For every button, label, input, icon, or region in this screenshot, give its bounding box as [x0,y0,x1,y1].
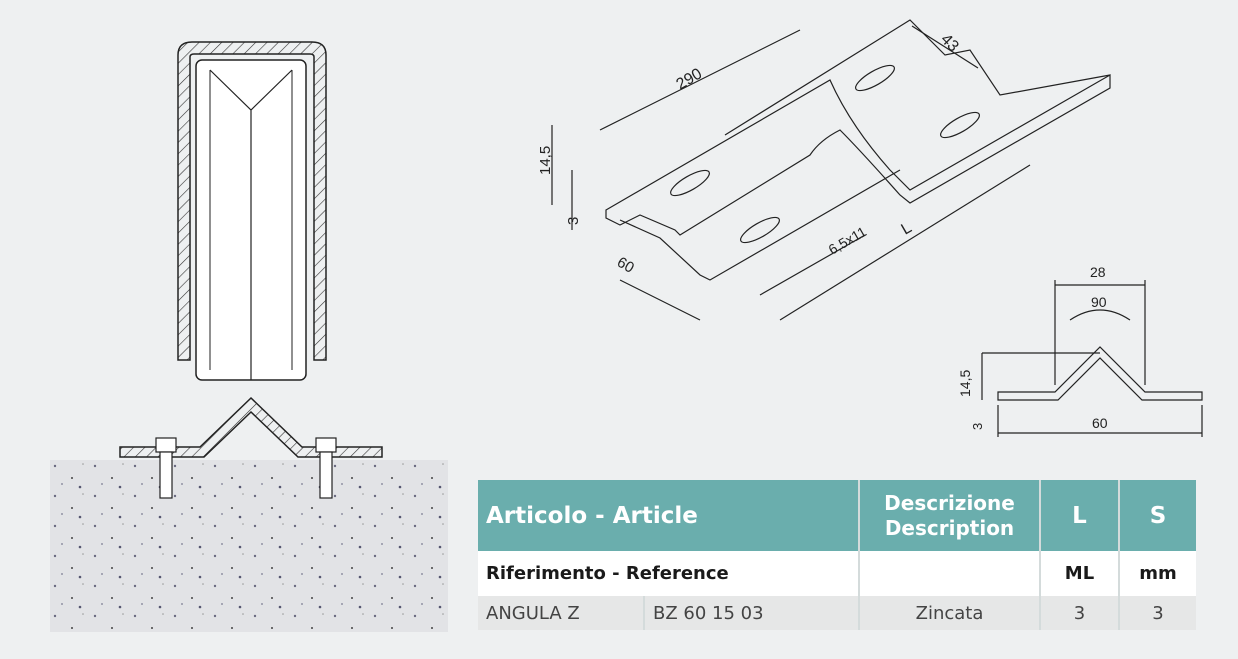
dim-14-5: 14,5 [537,146,554,175]
dim-slot: 6,5x11 [826,223,870,257]
table-header-row: Articolo - Article Descrizione Descripti… [478,480,1196,551]
section-dim-3: 3 [970,423,985,430]
dim-L: L [899,219,915,238]
subheader-description [859,551,1041,596]
subheader-s-unit: mm [1119,551,1196,596]
section-dim-90: 90 [1091,294,1107,310]
table-row: ANGULA Z BZ 60 15 03 Zincata 3 3 [478,596,1196,630]
cell-code: BZ 60 15 03 [644,596,860,630]
section-dim-60: 60 [1092,415,1108,431]
section-profile-drawing: 28 90 14,5 3 60 [957,264,1203,437]
installation-illustration [50,41,448,632]
cell-s: 3 [1119,596,1196,630]
header-s: S [1119,480,1196,551]
concrete-ground [50,460,448,632]
dim-3: 3 [565,217,582,225]
isometric-rail-drawing: 290 43 14,5 3 60 6,5x11 L [537,19,1111,321]
subheader-l-unit: ML [1040,551,1120,596]
header-article: Articolo - Article [478,480,860,551]
section-dim-28: 28 [1090,264,1106,280]
product-table: Articolo - Article Descrizione Descripti… [478,480,1196,630]
cell-l: 3 [1040,596,1120,630]
dim-60: 60 [614,254,637,277]
header-description: Descrizione Description [859,480,1041,551]
dim-290: 290 [674,65,706,93]
cell-description: Zincata [859,596,1041,630]
table-subheader-row: Riferimento - Reference ML mm [478,551,1196,596]
header-l: L [1040,480,1120,551]
cell-name: ANGULA Z [478,596,645,630]
subheader-reference: Riferimento - Reference [478,551,860,596]
section-dim-14-5: 14,5 [957,370,973,397]
